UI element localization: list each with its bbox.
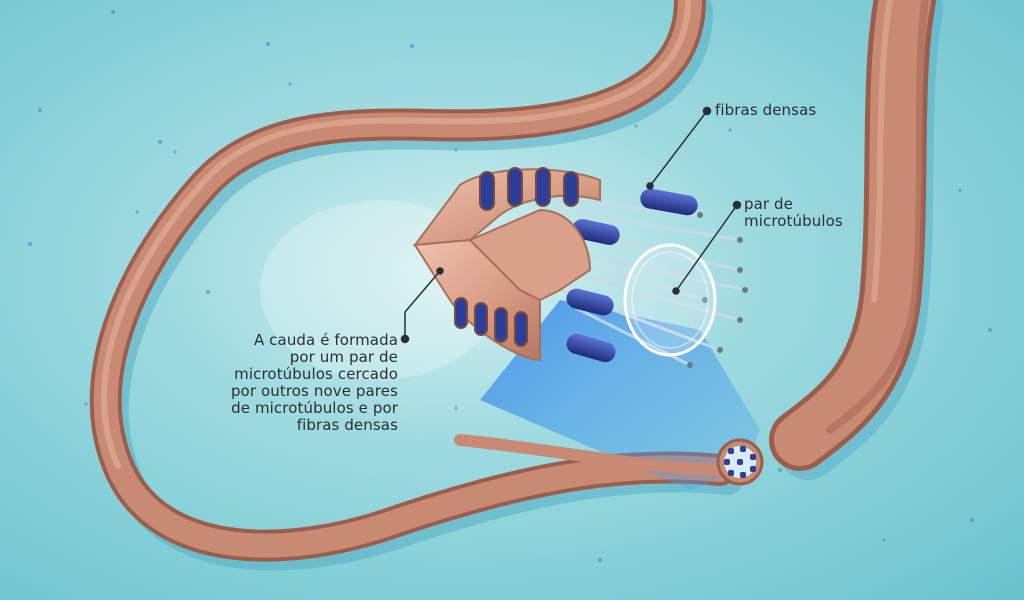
tail-cross-section bbox=[454, 434, 764, 486]
axoneme-model bbox=[412, 167, 748, 368]
microtubule-pair-line-1: par de bbox=[744, 195, 793, 213]
microtubule-pair-line-2: microtúbulos bbox=[744, 212, 843, 230]
tail-description-line-1: A cauda é formada bbox=[253, 331, 398, 349]
zoom-beam bbox=[480, 300, 760, 490]
tail-description-label: A cauda é formada por um par de microtúb… bbox=[200, 332, 398, 434]
leader-lines bbox=[400, 106, 742, 344]
tail-description-line-2: por um par de bbox=[289, 348, 398, 366]
dense-fibers-label-text: fibras densas bbox=[715, 101, 817, 119]
tail-description-line-3: microtúbulos cercado bbox=[234, 365, 398, 383]
sperm-tail-left-loop bbox=[89, 0, 743, 571]
tail-description-line-4: por outros nove pares bbox=[230, 382, 398, 400]
tail-description-line-5: de microtúbulos e por bbox=[231, 399, 398, 417]
dense-fibers-label: fibras densas bbox=[715, 102, 816, 119]
microtubule-pair-label: par de microtúbulos bbox=[744, 196, 843, 230]
sperm-tail-right bbox=[769, 0, 943, 480]
tail-description-line-6: fibras densas bbox=[296, 416, 398, 434]
